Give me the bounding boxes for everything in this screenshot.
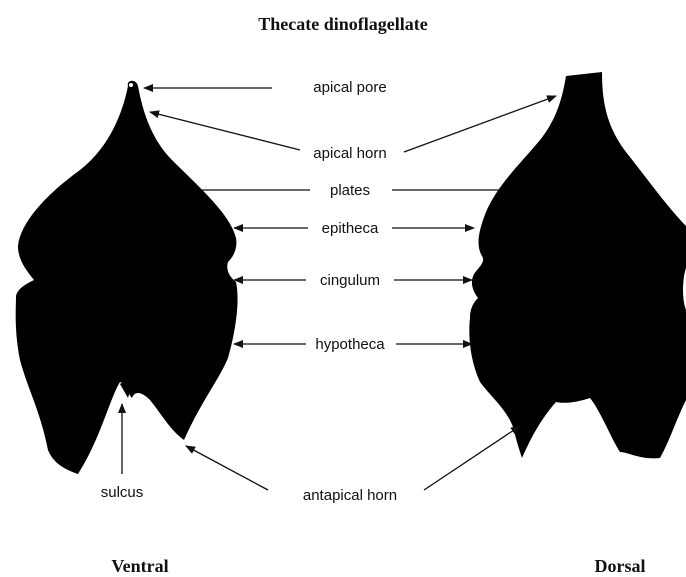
antapical-horn-arrow-dorsal <box>424 426 520 490</box>
label-hypotheca: hypotheca <box>315 336 385 353</box>
apical-horn-arrow-dorsal <box>404 96 556 152</box>
view-label-ventral: Ventral <box>111 556 168 576</box>
label-epitheca: epitheca <box>322 220 379 237</box>
antapical-horn-arrow-ventral <box>186 446 268 490</box>
ventral-cell <box>16 81 238 474</box>
apical-pore-dot <box>129 83 133 87</box>
label-cingulum: cingulum <box>320 272 380 289</box>
apical-horn-arrow-ventral <box>150 112 300 150</box>
label-antapical-horn: antapical horn <box>303 487 397 504</box>
view-label-dorsal: Dorsal <box>595 556 646 576</box>
label-plates: plates <box>330 182 370 199</box>
dorsal-cell <box>469 72 686 458</box>
label-apical-horn: apical horn <box>313 145 386 162</box>
diagram-title: Thecate dinoflagellate <box>258 14 427 34</box>
label-apical-pore: apical pore <box>313 79 386 96</box>
label-sulcus: sulcus <box>101 484 144 501</box>
